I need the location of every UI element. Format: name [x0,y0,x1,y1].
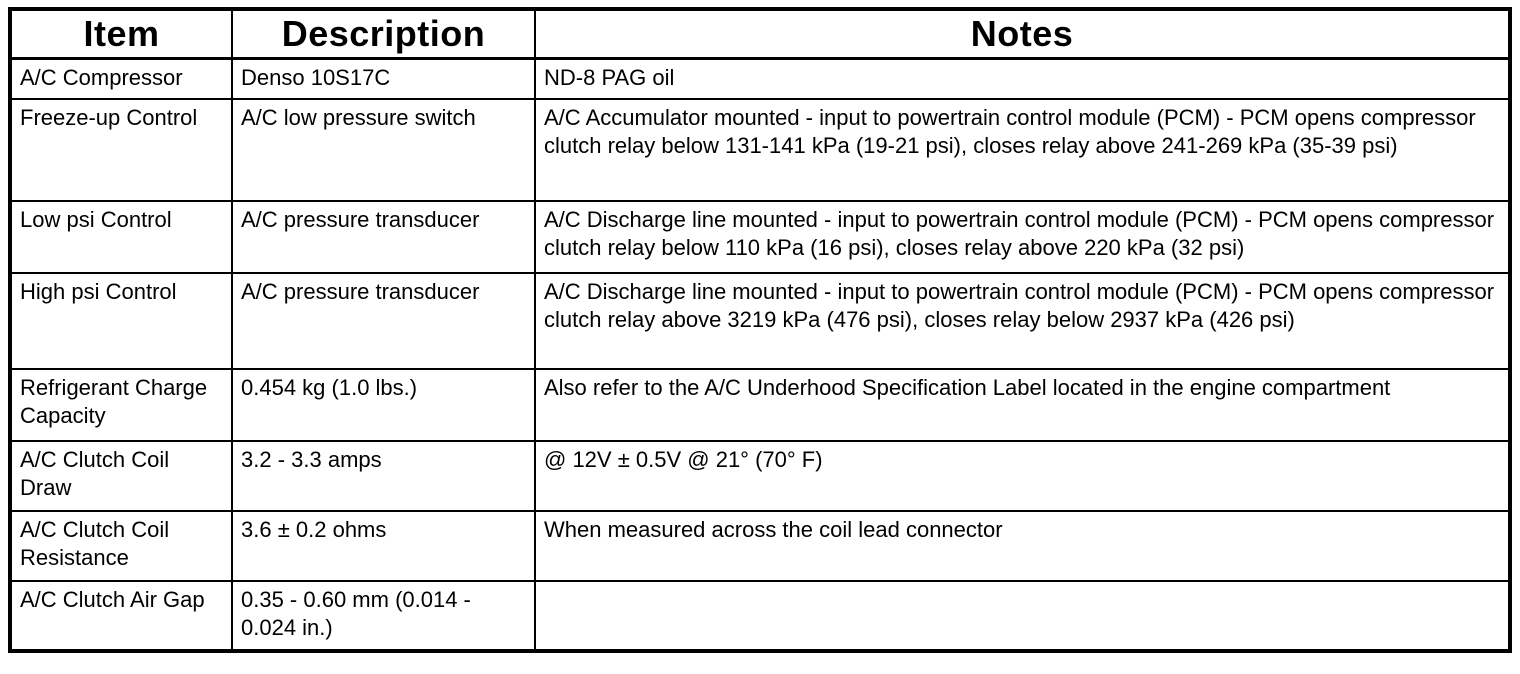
column-header-item: Item [9,8,233,60]
table-row: A/C Compressor Denso 10S17C ND-8 PAG oil [9,57,1511,100]
description-cell: A/C pressure transducer [231,271,536,370]
table-row: Refrigerant Charge Capacity 0.454 kg (1.… [9,367,1511,442]
item-cell: A/C Clutch Air Gap [9,579,233,652]
item-cell: High psi Control [9,271,233,370]
notes-cell: A/C Accumulator mounted - input to power… [534,97,1511,202]
table-row: Freeze-up Control A/C low pressure switc… [9,97,1511,202]
description-cell: Denso 10S17C [231,57,536,100]
description-cell: 3.2 - 3.3 amps [231,439,536,512]
notes-cell: A/C Discharge line mounted - input to po… [534,271,1511,370]
table-row: High psi Control A/C pressure transducer… [9,271,1511,370]
table-row: A/C Clutch Coil Resistance 3.6 ± 0.2 ohm… [9,509,1511,582]
description-cell: A/C low pressure switch [231,97,536,202]
column-header-notes: Notes [534,8,1511,60]
description-cell: 3.6 ± 0.2 ohms [231,509,536,582]
description-cell: 0.454 kg (1.0 lbs.) [231,367,536,442]
item-cell: Freeze-up Control [9,97,233,202]
table-row: Low psi Control A/C pressure transducer … [9,199,1511,274]
table-header-row: Item Description Notes [9,8,1511,60]
table-row: A/C Clutch Coil Draw 3.2 - 3.3 amps @ 12… [9,439,1511,512]
notes-cell: A/C Discharge line mounted - input to po… [534,199,1511,274]
item-cell: A/C Clutch Coil Resistance [9,509,233,582]
notes-cell: Also refer to the A/C Underhood Specific… [534,367,1511,442]
item-cell: A/C Compressor [9,57,233,100]
notes-cell: When measured across the coil lead conne… [534,509,1511,582]
table-row: A/C Clutch Air Gap 0.35 - 0.60 mm (0.014… [9,579,1511,652]
ac-specifications-table: Item Description Notes A/C Compressor De… [8,7,1512,653]
notes-cell [534,579,1511,652]
item-cell: A/C Clutch Coil Draw [9,439,233,512]
description-cell: 0.35 - 0.60 mm (0.014 - 0.024 in.) [231,579,536,652]
description-cell: A/C pressure transducer [231,199,536,274]
notes-cell: ND-8 PAG oil [534,57,1511,100]
notes-cell: @ 12V ± 0.5V @ 21° (70° F) [534,439,1511,512]
item-cell: Refrigerant Charge Capacity [9,367,233,442]
column-header-description: Description [231,8,536,60]
item-cell: Low psi Control [9,199,233,274]
